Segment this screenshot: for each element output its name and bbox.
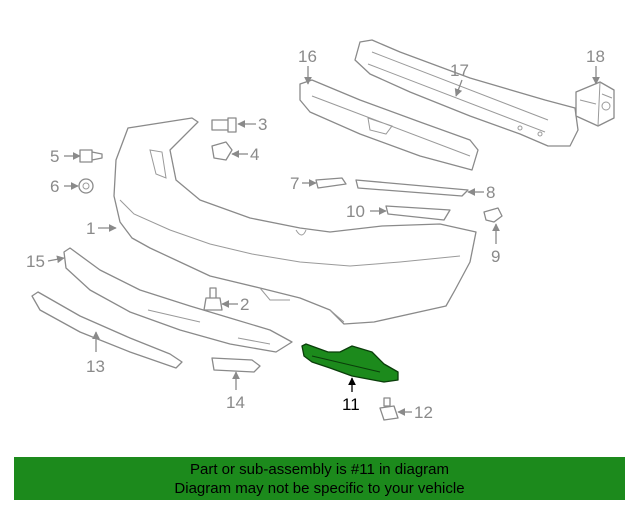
callout-9: 9 [491,247,500,266]
part-9-clip[interactable] [483,207,503,223]
callout-11: 11 [342,395,360,414]
callout-12: 12 [414,403,433,422]
callout-7: 7 [290,174,299,193]
part-15-lower-garnish[interactable] [63,247,293,353]
callout-17: 17 [450,61,469,80]
part-11-highlighted-bracket[interactable] [301,343,399,383]
part-14-reflector[interactable] [211,357,261,373]
parts-diagram: 16 17 18 3 4 5 6 7 8 10 9 1 15 2 13 14 1… [26,39,615,422]
part-7-clip[interactable] [315,177,347,189]
callout-4: 4 [250,145,259,164]
part-5-bolt[interactable] [79,149,103,163]
callout-3: 3 [258,115,267,134]
part-13-protector-strip[interactable] [31,291,183,369]
callout-5: 5 [50,147,59,166]
callout-14: 14 [226,393,245,412]
part-6-grommet[interactable] [78,178,94,194]
banner-line-2: Diagram may not be specific to your vehi… [174,480,465,497]
callout-10: 10 [346,202,365,221]
part-12-clip[interactable] [379,397,399,421]
callout-1: 1 [86,219,95,238]
callout-16: 16 [298,47,317,66]
part-1-bumper-face[interactable] [113,117,477,325]
callout-8: 8 [486,183,495,202]
callout-13: 13 [86,357,105,376]
part-10-spacer[interactable] [385,205,451,221]
callout-15: 15 [26,252,45,271]
banner-line-1: Part or sub-assembly is #11 in diagram [190,461,449,478]
callout-2: 2 [240,295,249,314]
callout-18: 18 [586,47,605,66]
part-8-side-spacer[interactable] [355,179,469,197]
part-18-bracket[interactable] [575,81,615,127]
part-4-nut[interactable] [211,141,233,161]
info-banner: Part or sub-assembly is #11 in diagram D… [14,457,625,500]
part-3-screw[interactable] [211,117,237,133]
part-16-energy-absorber[interactable] [299,79,479,171]
callout-6: 6 [50,177,59,196]
part-2-clip[interactable] [203,287,223,311]
